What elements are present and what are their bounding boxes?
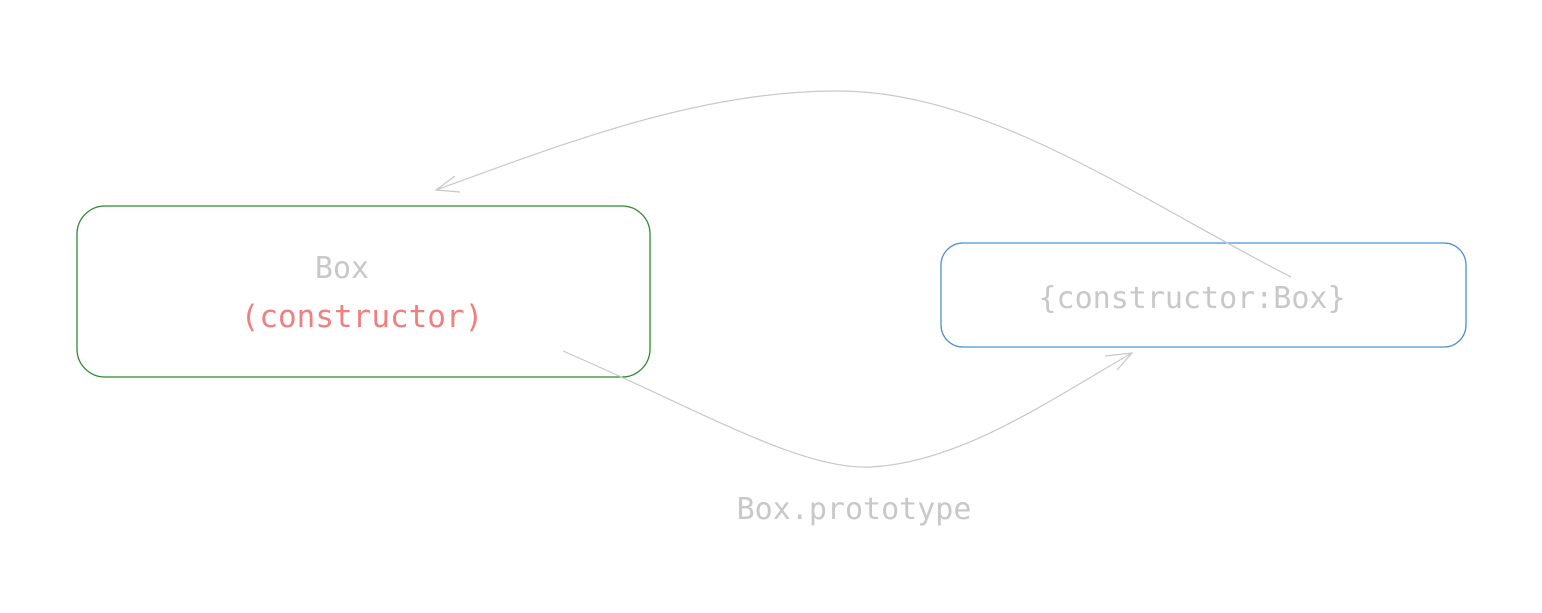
prototype-node-box (940, 242, 1467, 348)
prototype-link-label: Box.prototype (737, 492, 972, 527)
constructor-node-box (76, 205, 651, 378)
constructor-link-arrow-head (434, 175, 461, 193)
prototype-node-text: {constructor:Box} (1038, 281, 1345, 316)
prototype-link-arrow-head (1104, 352, 1134, 371)
constructor-link-arrow-line (435, 90, 1292, 278)
prototype-link-arrow-line (562, 350, 1133, 468)
constructor-node-name: Box (315, 251, 369, 286)
constructor-node-role: (constructor) (241, 299, 484, 335)
